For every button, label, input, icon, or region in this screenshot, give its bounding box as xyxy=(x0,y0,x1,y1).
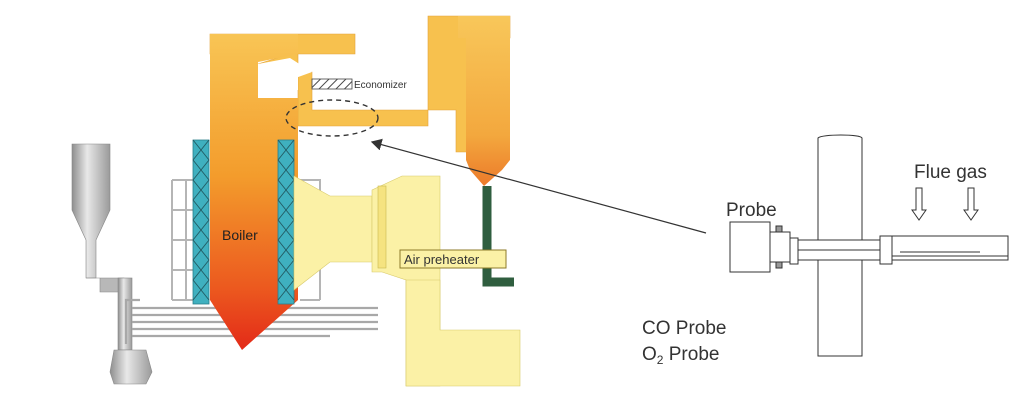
arrow-icon xyxy=(370,138,707,234)
flue-gas-down-arrow-icon xyxy=(911,187,979,221)
co-probe-label: CO Probe xyxy=(642,318,726,339)
coal-silo xyxy=(71,143,153,385)
air-preheater-label: Air preheater xyxy=(404,252,480,267)
o2-probe-label: O2 Probe xyxy=(642,344,719,367)
boiler-label: Boiler xyxy=(222,227,258,243)
rear-pass xyxy=(458,16,510,186)
probe-assembly xyxy=(729,134,1009,357)
economizer-coil xyxy=(311,78,353,90)
air-duct xyxy=(293,175,521,387)
water-wall-left xyxy=(192,139,210,305)
flue-gas-label: Flue gas xyxy=(914,162,987,183)
air-preheater-box xyxy=(399,249,507,269)
economizer-label: Economizer xyxy=(354,80,407,91)
probe-label: Probe xyxy=(726,200,777,221)
boiler-furnace xyxy=(210,34,298,350)
measurement-area-ellipse xyxy=(285,99,379,137)
green-flue-pipe xyxy=(482,186,514,287)
water-wall-right xyxy=(277,139,295,305)
